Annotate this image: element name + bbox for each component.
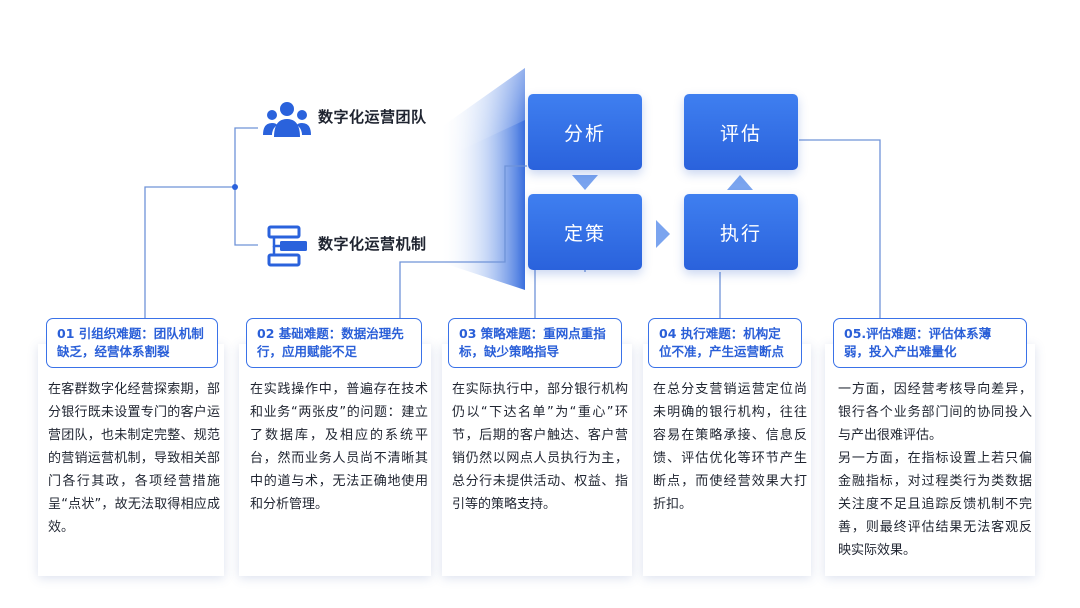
people-icon — [262, 100, 312, 144]
card-1-body: 在客群数字化经营探索期，部分银行既未设置专门的客户运营团队，也未制定完整、规范的… — [48, 382, 220, 535]
card-4-title: 04 执行难题：机构定位不准，产生运营断点 — [648, 318, 802, 368]
process-flow-icon — [266, 224, 310, 272]
card-5-title: 05.评估难题：评估体系薄弱，投入产出难量化 — [833, 318, 1027, 368]
card-4-body: 在总分支营销运营定位尚未明确的银行机构，往往容易在策略承接、信息反馈、评估优化等… — [653, 382, 807, 512]
arrow-right — [656, 220, 670, 248]
card-1 — [38, 344, 224, 576]
card-3-body: 在实际执行中，部分银行机构仍以“下达名单”为“重心”环节，后期的客户触达、客户营… — [452, 382, 628, 512]
card-2 — [239, 344, 431, 576]
execute-box: 执行 — [684, 194, 798, 270]
bracket-line — [144, 127, 258, 318]
arrow-down — [572, 175, 598, 190]
analyze-box: 分析 — [528, 94, 642, 170]
evaluate-box: 评估 — [684, 94, 798, 170]
card-5-body: 一方面，因经营考核导向差异，银行各个业务部门间的协同投入与产出很难评估。 另一方… — [838, 382, 1032, 558]
card-2-title: 02 基础难题：数据治理先行，应用赋能不足 — [246, 318, 422, 368]
mechanism-label: 数字化运营机制 — [318, 235, 427, 253]
card-5 — [825, 344, 1035, 576]
card-2-body: 在实践操作中，普遍存在技术和业务“两张皮”的问题：建立了数据库，及相应的系统平台… — [250, 382, 428, 512]
decide-box: 定策 — [528, 194, 642, 270]
card-3-title: 03 策略难题：重网点重指标，缺少策略指导 — [448, 318, 622, 368]
card-4 — [643, 344, 811, 576]
junction-dot — [232, 184, 238, 190]
team-label: 数字化运营团队 — [318, 108, 427, 126]
arrow-up — [727, 175, 753, 190]
card-3 — [442, 344, 632, 576]
card-1-title: 01 引组织难题：团队机制缺乏，经营体系割裂 — [46, 318, 218, 368]
